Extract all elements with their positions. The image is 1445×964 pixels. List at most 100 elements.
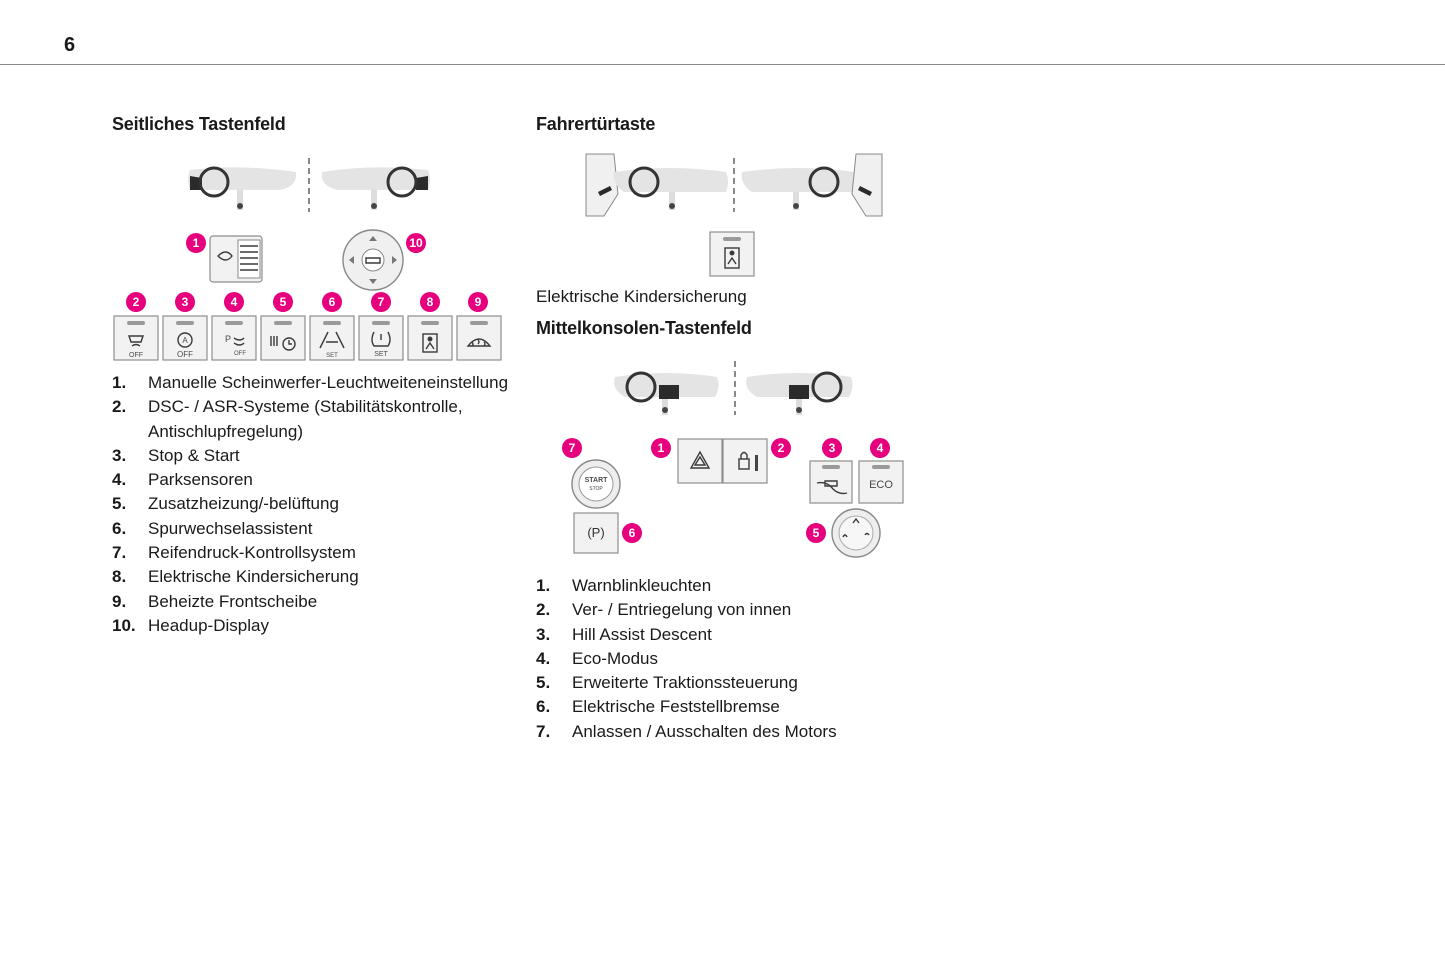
list-item: 6.Elektrische Feststellbremse bbox=[536, 697, 780, 717]
svg-text:2: 2 bbox=[778, 441, 785, 455]
header-rule bbox=[0, 64, 1445, 65]
console-lhd-icon bbox=[614, 371, 719, 415]
button-lane-assist: SET bbox=[309, 315, 355, 361]
dashboard-lhd-icon bbox=[188, 166, 297, 210]
svg-text:7: 7 bbox=[378, 295, 385, 309]
badge-2: 2 bbox=[771, 438, 791, 458]
badge-1: 1 bbox=[186, 233, 206, 253]
badge-8: 8 bbox=[420, 292, 440, 312]
headlight-leveling-control bbox=[209, 235, 263, 283]
list-item: 3.Stop & Start bbox=[112, 445, 240, 465]
svg-text:SET: SET bbox=[326, 353, 338, 359]
svg-text:SET: SET bbox=[374, 351, 388, 358]
list-item: 1.Manuelle Scheinwerfer-Leuchtweiteneins… bbox=[112, 373, 509, 392]
door-lhd-icon bbox=[585, 153, 728, 217]
svg-text:1: 1 bbox=[658, 441, 665, 455]
tire-pressure-icon bbox=[371, 331, 391, 347]
stop-start-icon bbox=[177, 332, 193, 348]
button-aux-heater bbox=[260, 315, 306, 361]
list-item: 6.Spurwechselassistent bbox=[112, 518, 313, 538]
svg-text:ECO: ECO bbox=[869, 479, 893, 491]
button-front-defrost bbox=[456, 315, 502, 361]
hazard-button bbox=[677, 438, 723, 484]
list-item: 7.Reifendruck-Kontrollsystem bbox=[112, 543, 356, 563]
hill-descent-icon bbox=[816, 480, 848, 495]
list-item: 2.Ver- / Entriegelung von innen bbox=[536, 600, 792, 620]
badge-7: 7 bbox=[371, 292, 391, 312]
badge-6: 6 bbox=[622, 523, 642, 543]
svg-text:3: 3 bbox=[182, 295, 189, 309]
hazard-icon bbox=[689, 450, 711, 469]
list-item: 5.Erweiterte Traktionssteuerung bbox=[536, 673, 798, 693]
button-stop-start: A OFF bbox=[162, 315, 208, 361]
hud-control bbox=[342, 229, 404, 291]
badge-5: 5 bbox=[806, 523, 826, 543]
park-sensor-icon: P bbox=[225, 334, 231, 344]
list-item: 1.Warnblinkleuchten bbox=[536, 576, 712, 595]
heater-icon bbox=[270, 336, 278, 346]
list-item: 8.Elektrische Kindersicherung bbox=[112, 567, 359, 587]
svg-text:START: START bbox=[585, 477, 609, 484]
console-rhd-icon bbox=[746, 371, 853, 415]
child-lock-button bbox=[709, 231, 755, 277]
button-dsc: OFF bbox=[113, 315, 159, 361]
hill-descent-button bbox=[809, 460, 853, 504]
traction-icon bbox=[842, 517, 870, 538]
lock-button bbox=[722, 438, 768, 484]
badge-4: 4 bbox=[224, 292, 244, 312]
badge-1: 1 bbox=[651, 438, 671, 458]
center-console-figure: START STOP (P) ECO 7 6 1 2 3 4 5 bbox=[562, 361, 904, 558]
driver-door-figure bbox=[585, 153, 883, 277]
svg-text:A: A bbox=[182, 336, 188, 345]
svg-text:4: 4 bbox=[231, 295, 238, 309]
side-panel-list: 1.Manuelle Scheinwerfer-Leuchtweiteneins… bbox=[112, 371, 512, 638]
headlight-icon bbox=[217, 251, 233, 261]
child-lock-caption: Elektrische Kindersicherung bbox=[536, 287, 747, 306]
lock-icon bbox=[738, 458, 750, 470]
defrost-icon bbox=[466, 338, 492, 347]
badge-5: 5 bbox=[273, 292, 293, 312]
list-item: 2.DSC- / ASR-Systeme (Stabilitätskontrol… bbox=[112, 397, 463, 441]
svg-text:1: 1 bbox=[193, 236, 200, 250]
list-item: 9.Beheizte Frontscheibe bbox=[112, 591, 318, 611]
lane-assist-icon bbox=[319, 331, 345, 349]
hud-icon bbox=[365, 257, 381, 264]
dsc-icon bbox=[128, 335, 144, 347]
svg-text:2: 2 bbox=[133, 295, 140, 309]
list-item: 7.Anlassen / Ausschalten des Motors bbox=[536, 721, 837, 741]
center-console-list: 1.Warnblinkleuchten 2.Ver- / Entriegelun… bbox=[536, 574, 936, 744]
badge-4: 4 bbox=[870, 438, 890, 458]
list-item: 3.Hill Assist Descent bbox=[536, 624, 712, 644]
badge-2: 2 bbox=[126, 292, 146, 312]
section-heading-driver-door: Fahrertürtaste bbox=[536, 114, 656, 134]
list-item: 10.Headup-Display bbox=[112, 615, 269, 635]
svg-text:10: 10 bbox=[409, 236, 423, 250]
side-panel-figure: 1 10 2 3 4 5 6 7 8 9 OFF A OFF P OFF SET… bbox=[113, 158, 502, 361]
svg-text:STOP: STOP bbox=[589, 486, 603, 492]
section-heading-side-panel: Seitliches Tastenfeld bbox=[112, 114, 286, 134]
button-tire-pressure: SET bbox=[358, 315, 404, 361]
start-stop-button: START STOP bbox=[571, 459, 621, 509]
child-lock-icon bbox=[724, 247, 740, 269]
svg-text:4: 4 bbox=[877, 441, 884, 455]
svg-text:5: 5 bbox=[813, 526, 820, 540]
list-item: 4.Parksensoren bbox=[112, 470, 253, 490]
door-rhd-icon bbox=[741, 153, 883, 217]
svg-text:OFF: OFF bbox=[129, 352, 143, 359]
badge-10: 10 bbox=[406, 233, 426, 253]
svg-text:3: 3 bbox=[829, 441, 836, 455]
svg-text:OFF: OFF bbox=[234, 351, 246, 357]
page-number: 6 bbox=[64, 34, 76, 56]
traction-control-dial bbox=[831, 508, 881, 558]
svg-text:7: 7 bbox=[569, 441, 576, 455]
section-heading-center-console: Mittelkonsolen-Tastenfeld bbox=[536, 318, 752, 338]
parking-brake-icon: (P) bbox=[587, 525, 604, 540]
badge-3: 3 bbox=[175, 292, 195, 312]
parking-brake-button: (P) bbox=[573, 512, 619, 554]
badge-6: 6 bbox=[322, 292, 342, 312]
button-child-lock bbox=[407, 315, 453, 361]
svg-text:8: 8 bbox=[427, 295, 434, 309]
list-item: 4.Eco-Modus bbox=[536, 648, 658, 668]
svg-text:6: 6 bbox=[329, 295, 336, 309]
dashboard-rhd-icon bbox=[321, 166, 430, 210]
